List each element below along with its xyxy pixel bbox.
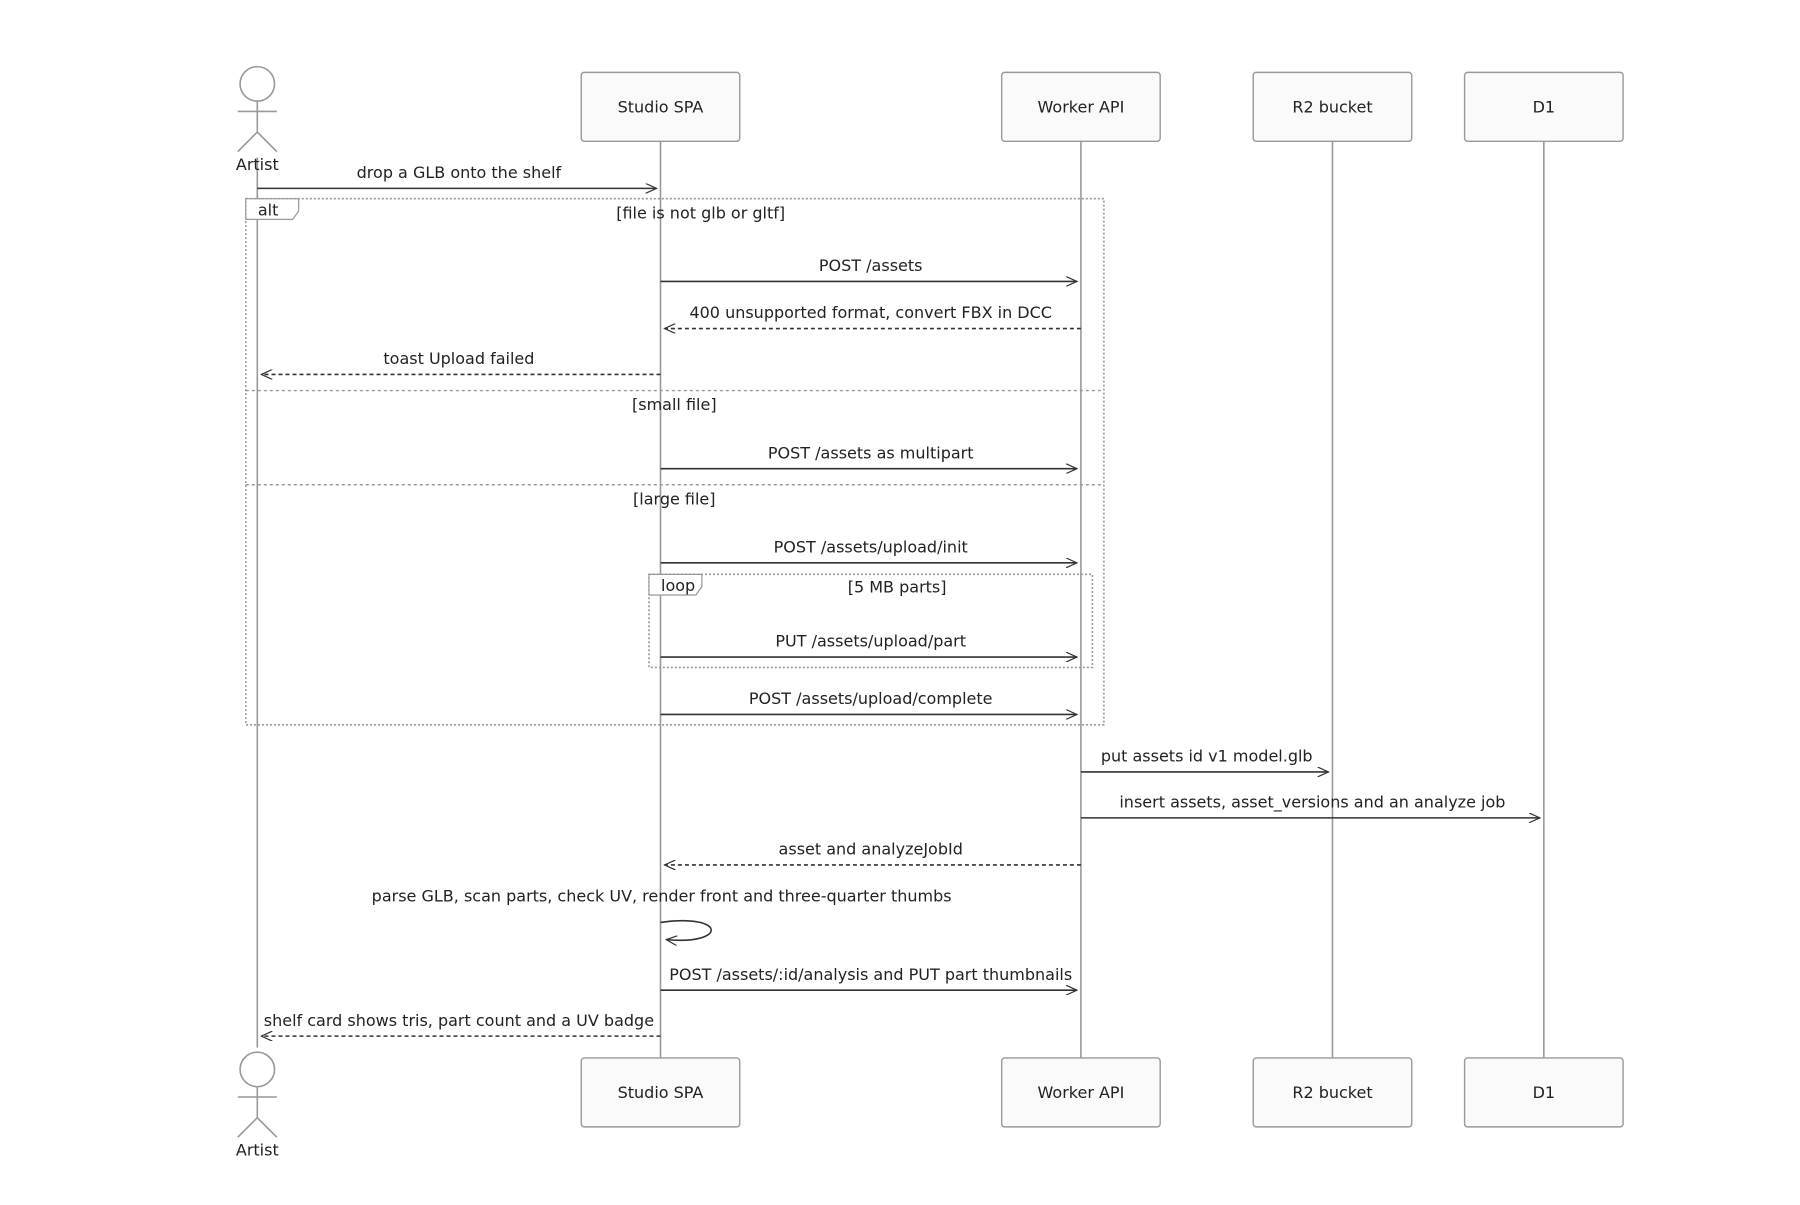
loop-condition: [5 MB parts] <box>848 578 947 597</box>
participant-box <box>580 71 741 142</box>
participant-label: D1 <box>1533 97 1556 116</box>
message-14: shelf card shows tris, part count and a … <box>261 1011 661 1036</box>
message-7: PUT /assets/upload/part <box>660 632 1076 657</box>
message-label: shelf card shows tris, part count and a … <box>264 1011 654 1030</box>
participant-label: Worker API <box>1038 1083 1125 1102</box>
participant-box <box>1252 1057 1413 1128</box>
alt-condition-2: [large file] <box>633 489 715 508</box>
message-3: 400 unsupported format, convert FBX in D… <box>664 303 1081 328</box>
message-5: POST /assets as multipart <box>660 443 1076 468</box>
message-label: toast Upload failed <box>383 349 534 368</box>
participant-box <box>580 1057 741 1128</box>
message-12: parse GLB, scan parts, check UV, render … <box>372 887 952 941</box>
loop-tag-label: loop <box>661 576 695 595</box>
message-11: asset and analyzeJobId <box>664 840 1081 865</box>
actor-leg-icon <box>256 131 278 153</box>
message-4: toast Upload failed <box>261 349 661 374</box>
participant-label: R2 bucket <box>1292 97 1372 116</box>
message-label: POST /assets <box>819 256 923 275</box>
message-2: POST /assets <box>660 256 1076 281</box>
actor-bottom: Artist <box>236 1051 279 1160</box>
actor-leg-icon <box>237 131 258 153</box>
participant-label: R2 bucket <box>1292 1083 1372 1102</box>
participant-box <box>1463 71 1624 142</box>
actor-leg-icon <box>256 1117 278 1138</box>
message-13: POST /assets/:id/analysis and PUT part t… <box>660 965 1076 990</box>
message-label: POST /assets/:id/analysis and PUT part t… <box>669 965 1072 984</box>
message-label: parse GLB, scan parts, check UV, render … <box>372 887 952 906</box>
actor-leg-icon <box>237 1117 258 1138</box>
actor-top: Artist <box>236 65 279 174</box>
alt-condition-0: [file is not glb or gltf] <box>616 203 785 222</box>
participant-label: Studio SPA <box>618 97 704 116</box>
message-label: PUT /assets/upload/part <box>775 632 966 651</box>
actor-head-icon <box>239 65 276 102</box>
actor-label: Artist <box>236 1141 279 1160</box>
alt-tag-label: alt <box>258 201 279 220</box>
participant-box <box>1000 1057 1161 1128</box>
alt-tag: alt <box>245 198 300 220</box>
participant-box <box>1000 71 1161 142</box>
loop-tag: loop <box>648 573 703 596</box>
message-label: POST /assets/upload/init <box>774 538 968 557</box>
loop-frame <box>648 573 1094 669</box>
participant-spa-bottom: Studio SPA <box>580 1057 741 1128</box>
message-label: put assets id v1 model.glb <box>1101 747 1313 766</box>
participant-spa-top: Studio SPA <box>580 71 741 142</box>
participant-d1-bottom: D1 <box>1463 1057 1624 1128</box>
participant-box <box>1252 71 1413 142</box>
participant-label: Studio SPA <box>618 1083 704 1102</box>
message-label: 400 unsupported format, convert FBX in D… <box>689 303 1052 322</box>
message-9: put assets id v1 model.glb <box>1080 747 1329 772</box>
alt-condition-1: [small file] <box>632 395 717 414</box>
participant-label: Worker API <box>1038 97 1125 116</box>
participant-box <box>1463 1057 1624 1128</box>
message-6: POST /assets/upload/init <box>660 538 1076 563</box>
participant-worker-top: Worker API <box>1000 71 1161 142</box>
participant-r2-top: R2 bucket <box>1252 71 1413 142</box>
message-label: asset and analyzeJobId <box>779 840 963 859</box>
message-1: drop a GLB onto the shelf <box>257 163 656 188</box>
actor-label: Artist <box>236 155 279 174</box>
self-message-arrow <box>660 920 712 941</box>
participant-label: D1 <box>1533 1083 1556 1102</box>
participant-r2-bottom: R2 bucket <box>1252 1057 1413 1128</box>
participant-worker-bottom: Worker API <box>1000 1057 1161 1128</box>
actor-head-icon <box>239 1051 276 1088</box>
message-10: insert assets, asset_versions and an ana… <box>1080 793 1540 818</box>
message-label: POST /assets/upload/complete <box>749 689 993 708</box>
message-label: POST /assets as multipart <box>768 443 974 462</box>
message-label: drop a GLB onto the shelf <box>357 163 562 182</box>
alt-frame <box>245 197 1105 726</box>
participant-d1-top: D1 <box>1463 71 1624 142</box>
message-8: POST /assets/upload/complete <box>660 689 1076 714</box>
message-label: insert assets, asset_versions and an ana… <box>1119 793 1505 813</box>
